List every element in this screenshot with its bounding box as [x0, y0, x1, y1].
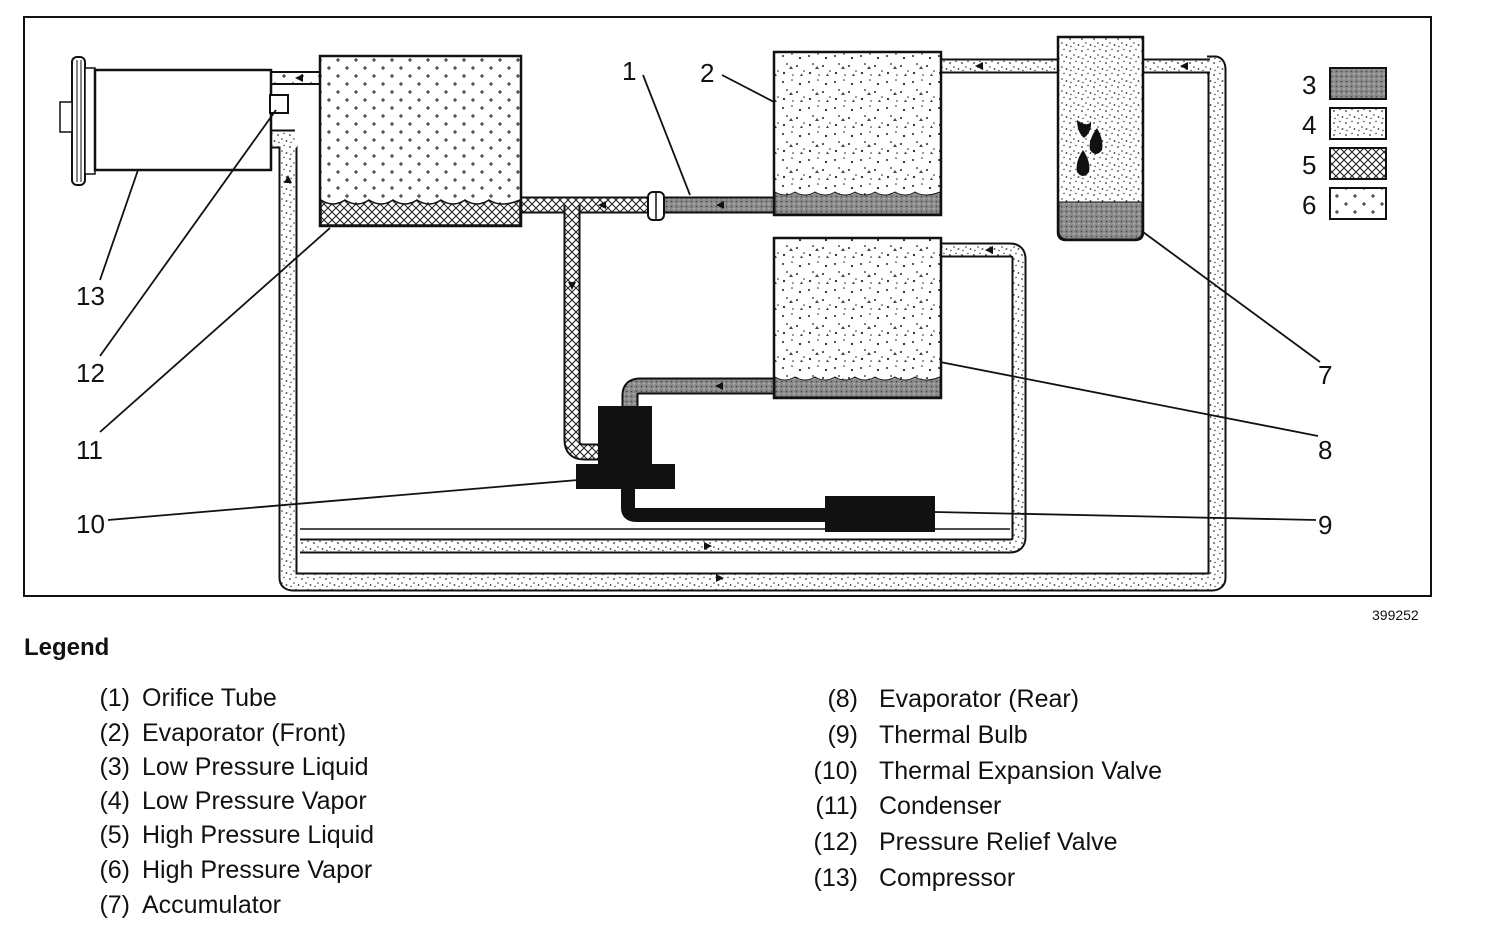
callout-3: 3	[1302, 70, 1317, 100]
compressor-shaft	[59, 101, 73, 133]
thermal-bulb	[825, 496, 935, 532]
legend-item-label: Condenser	[879, 792, 1002, 820]
callout-13: 13	[76, 281, 105, 311]
callout-2: 2	[700, 58, 715, 88]
legend-item-label: Accumulator	[142, 891, 281, 919]
legend-item-number: (3)	[99, 753, 130, 781]
legend-item-label: Thermal Expansion Valve	[879, 757, 1163, 785]
droplet-icon	[1076, 150, 1090, 176]
figure-id: 399252	[1372, 607, 1419, 623]
callout-4: 4	[1302, 110, 1317, 140]
accumulator-liquid	[1058, 201, 1143, 240]
swatch-low-pressure-vapor	[1329, 107, 1387, 140]
droplet-icon	[1077, 120, 1092, 138]
swatch-high-pressure-liquid	[1329, 147, 1387, 180]
callout-9: 9	[1318, 510, 1333, 540]
suction-line	[270, 57, 1225, 590]
compressor	[93, 68, 273, 172]
legend-item-number: (11)	[815, 792, 858, 820]
legend-item: (1)	[0, 683, 130, 713]
legend-item-number: (12)	[813, 828, 858, 856]
front-evaporator-liquid	[774, 191, 941, 215]
callout-11: 11	[76, 435, 103, 465]
legend-item-label: Low Pressure Vapor	[142, 787, 367, 815]
legend-item-label: Pressure Relief Valve	[879, 828, 1118, 856]
legend-title: Legend	[24, 634, 110, 661]
legend-item-label: High Pressure Liquid	[142, 821, 375, 849]
legend-item-number: (5)	[99, 821, 130, 849]
legend-item-label: Compressor	[879, 864, 1016, 892]
legend-item-number: (9)	[827, 721, 858, 749]
swatch-high-pressure-vapor	[1329, 187, 1387, 220]
legend-item: (12)	[700, 827, 858, 857]
front-evaporator	[772, 50, 943, 217]
callout-7: 7	[1318, 360, 1333, 390]
condenser-liquid	[320, 198, 521, 226]
thermal-expansion-valve-body	[598, 406, 652, 468]
legend-item: (8)	[700, 684, 858, 714]
callout-8: 8	[1318, 435, 1333, 465]
legend-item: (13)	[700, 863, 858, 893]
compressor-clutch	[71, 56, 86, 186]
condenser	[318, 54, 523, 228]
legend-item: (5)	[0, 820, 130, 850]
legend-item-label: Evaporator (Rear)	[879, 685, 1080, 713]
legend-item-number: (4)	[99, 787, 130, 815]
rear-evaporator	[772, 236, 943, 400]
legend-item-number: (13)	[813, 864, 858, 892]
legend-item: (4)	[0, 786, 130, 816]
swatch-low-pressure-liquid	[1329, 67, 1387, 100]
legend-item-number: (10)	[813, 757, 858, 785]
callout-6: 6	[1302, 190, 1317, 220]
callout-1: 1	[622, 56, 637, 86]
legend-item: (9)	[700, 720, 858, 750]
leader-lines	[99, 74, 1321, 521]
txv-outlet-line	[623, 379, 775, 412]
legend-item-label: Low Pressure Liquid	[142, 753, 369, 781]
rear-outlet-line	[300, 244, 1025, 552]
pressure-relief-valve	[269, 94, 289, 114]
legend-item: (11)	[700, 791, 858, 821]
ac-system-diagram	[23, 16, 1432, 597]
flow-arrows	[284, 62, 1188, 582]
droplet-icon	[1089, 128, 1103, 154]
callout-5: 5	[1302, 150, 1317, 180]
legend-item: (6)	[0, 855, 130, 885]
legend-item-number: (6)	[99, 856, 130, 884]
callout-12: 12	[76, 358, 105, 388]
rear-liquid-line	[565, 205, 600, 459]
rear-evaporator-liquid	[774, 376, 941, 398]
callout-10: 10	[76, 509, 105, 539]
legend-item-number: (1)	[99, 684, 130, 712]
legend-item-number: (2)	[99, 719, 130, 747]
legend-item: (2)	[0, 718, 130, 748]
legend-item-label: High Pressure Vapor	[142, 856, 373, 884]
legend-item: (10)	[700, 756, 858, 786]
thermal-expansion-valve-base	[576, 464, 675, 489]
legend-item-label: Orifice Tube	[142, 684, 277, 712]
legend-item-number: (8)	[827, 685, 858, 713]
legend-item-label: Thermal Bulb	[879, 721, 1028, 749]
legend-item-number: (7)	[99, 891, 130, 919]
legend-item: (7)	[0, 890, 130, 920]
legend-item-label: Evaporator (Front)	[142, 719, 347, 747]
txv-bulb-tube	[621, 488, 830, 522]
legend-item: (3)	[0, 752, 130, 782]
